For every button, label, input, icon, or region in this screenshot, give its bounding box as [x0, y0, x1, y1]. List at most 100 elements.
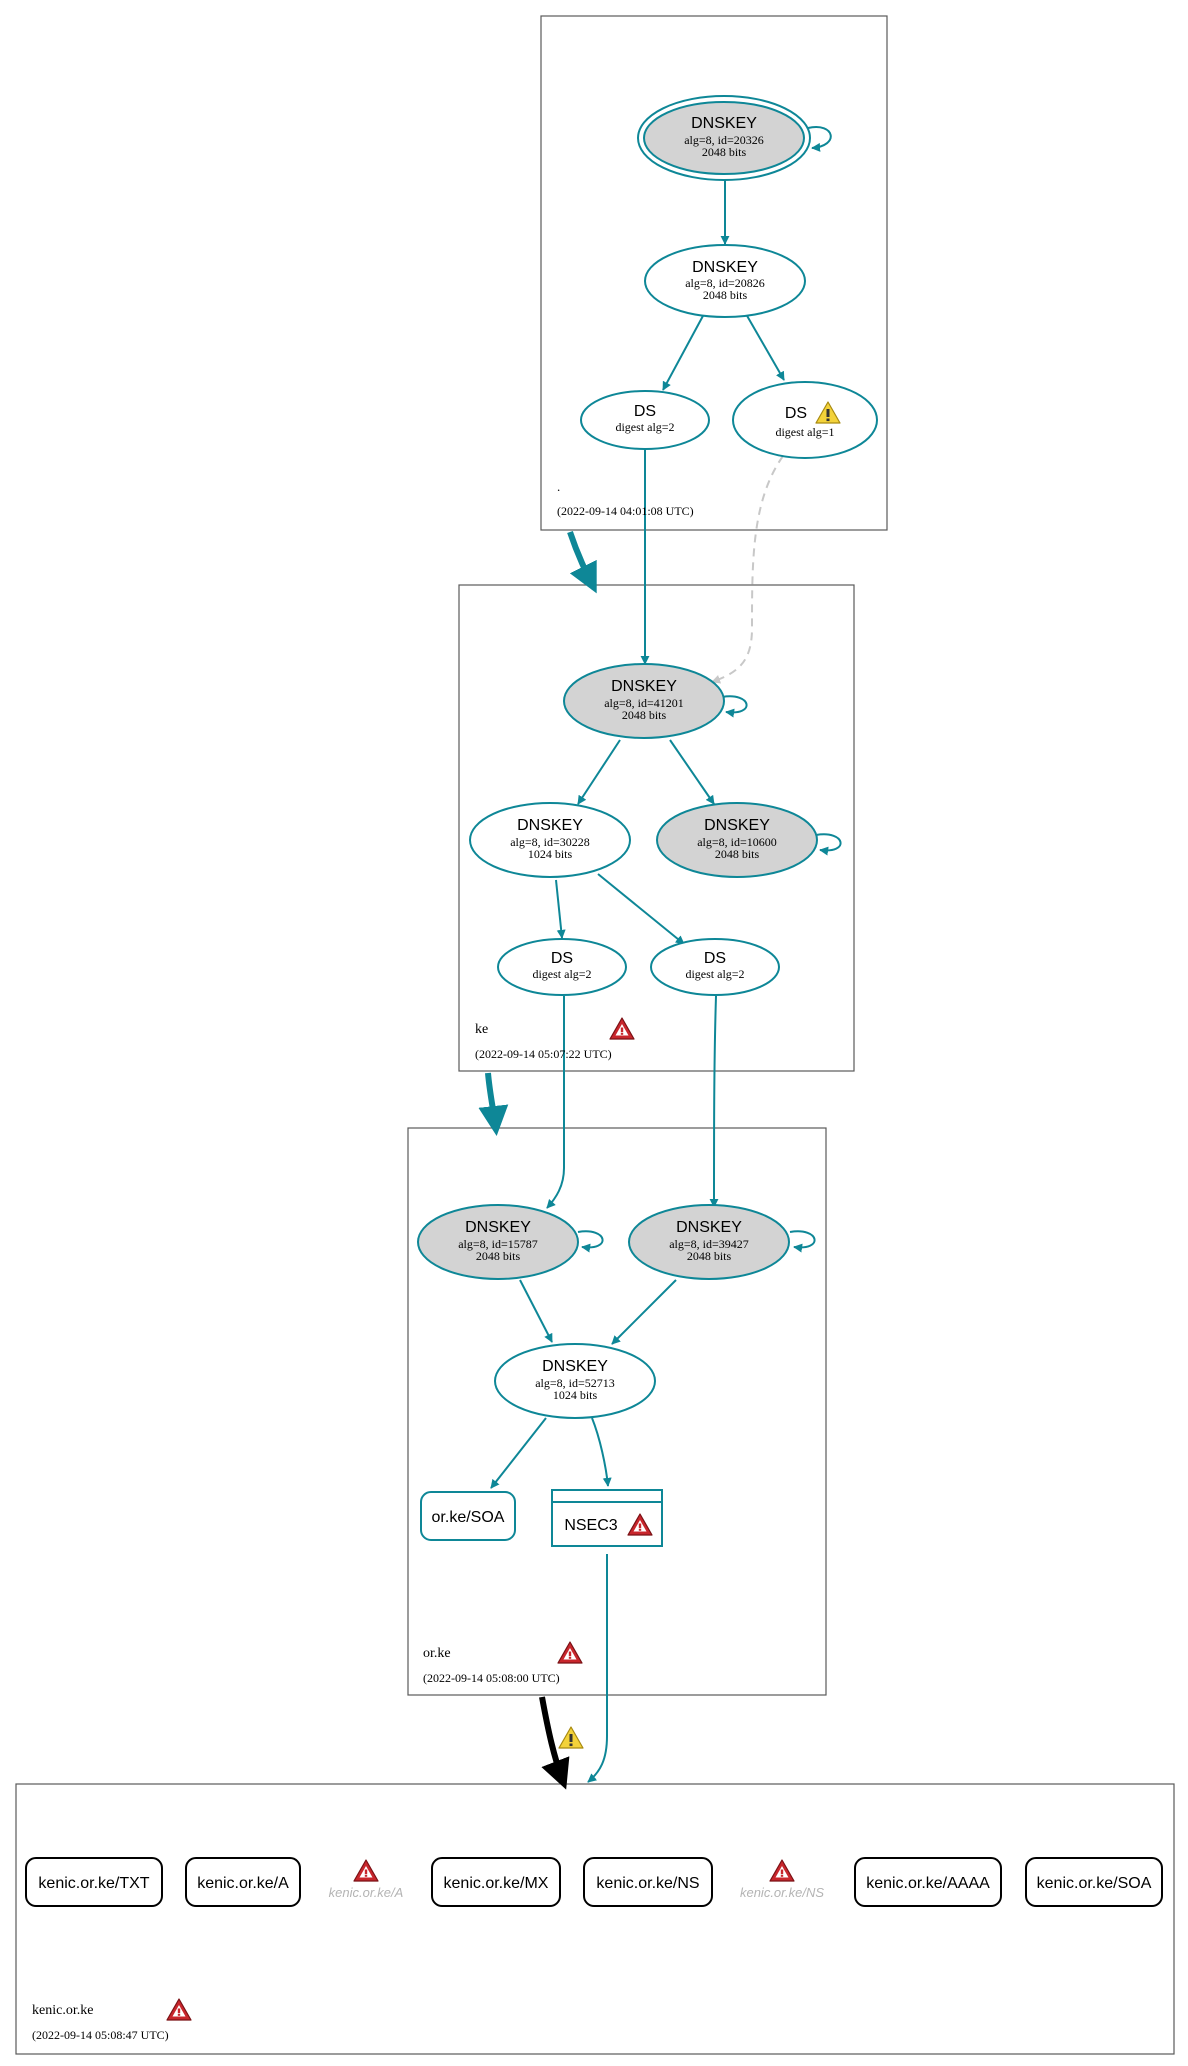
edge-orke-zsk-to-nsec3	[591, 1417, 612, 1487]
node-nsec3[interactable]: NSEC3	[551, 1489, 663, 1547]
edge-root-ksk-self	[807, 126, 832, 152]
edge-ke-ds-b-to-orke-ksk-b	[709, 995, 719, 1208]
zone-orke-box	[407, 1127, 827, 1696]
record-a-missing[interactable]: kenic.or.ke/A	[329, 1859, 404, 1900]
node-root-zsk[interactable]: DNSKEY alg=8, id=20826 2048 bits	[644, 244, 806, 318]
record-label: kenic.or.ke/TXT	[38, 1875, 149, 1892]
zone-root-name: .	[557, 479, 560, 494]
zone-orke-name: or.ke	[423, 1646, 451, 1661]
zone-kenic-name: kenic.or.ke	[32, 2003, 93, 2018]
edge-nsec3-to-kenic	[587, 1554, 608, 1783]
node-title: DNSKEY	[691, 115, 757, 132]
node-orke-ksk-b[interactable]: DNSKEY alg=8, id=39427 2048 bits	[628, 1204, 790, 1280]
node-detail: 2048 bits	[476, 1249, 521, 1263]
node-title: DNSKEY	[611, 678, 677, 695]
zone-kenic-box	[15, 1783, 1175, 2055]
edge-orke-ksk-b-to-zsk	[611, 1279, 677, 1345]
node-root-ds1[interactable]: DS digest alg=1	[732, 381, 878, 459]
node-detail: 2048 bits	[687, 1249, 732, 1263]
node-orke-zsk[interactable]: DNSKEY alg=8, id=52713 1024 bits	[494, 1343, 656, 1419]
node-ke-ksk[interactable]: DNSKEY alg=8, id=41201 2048 bits	[563, 663, 725, 739]
zone-ke-timestamp: (2022-09-14 05:07:22 UTC)	[475, 1047, 612, 1061]
node-detail: alg=8, id=15787	[458, 1237, 538, 1251]
node-title: DNSKEY	[465, 1219, 531, 1236]
node-root-ds2[interactable]: DS digest alg=2	[580, 390, 710, 450]
node-detail: 2048 bits	[715, 847, 760, 861]
node-detail: digest alg=2	[532, 967, 591, 981]
edge-ke-zsk-to-ds-b	[597, 873, 685, 945]
edge-root-zsk-to-ds2	[662, 313, 705, 391]
edge-ke-ksk-to-ksk2	[669, 739, 715, 805]
record-aaaa[interactable]: kenic.or.ke/AAAA	[854, 1857, 1002, 1907]
zone-orke-timestamp: (2022-09-14 05:08:00 UTC)	[423, 1671, 560, 1685]
node-detail: 2048 bits	[622, 708, 667, 722]
error-icon	[353, 1859, 379, 1882]
node-title: DNSKEY	[517, 817, 583, 834]
node-ke-ksk2[interactable]: DNSKEY alg=8, id=10600 2048 bits	[656, 802, 818, 878]
node-title: DNSKEY	[704, 817, 770, 834]
node-detail: alg=8, id=39427	[669, 1237, 749, 1251]
node-title: NSEC3	[564, 1517, 617, 1534]
record-ns[interactable]: kenic.or.ke/NS	[583, 1857, 713, 1907]
node-detail: alg=8, id=52713	[535, 1376, 615, 1390]
node-ke-ds-a[interactable]: DS digest alg=2	[497, 938, 627, 996]
node-title: DNSKEY	[676, 1219, 742, 1236]
zone-ke-name: ke	[475, 1022, 488, 1037]
node-detail: alg=8, id=10600	[697, 835, 777, 849]
edge-root-ds1-to-ke-ksk-dashed	[711, 455, 784, 684]
delegation-orke-to-kenic	[539, 1696, 570, 1790]
zone-kenic-timestamp: (2022-09-14 05:08:47 UTC)	[32, 2028, 169, 2042]
node-title: DS	[785, 405, 807, 422]
node-title: DS	[704, 950, 726, 967]
node-root-ksk[interactable]: DNSKEY alg=8, id=20326 2048 bits	[637, 95, 811, 181]
node-title: DS	[634, 403, 656, 420]
record-label: kenic.or.ke/A	[329, 1885, 404, 1900]
record-label: kenic.or.ke/AAAA	[866, 1875, 990, 1892]
node-detail: 1024 bits	[528, 847, 573, 861]
node-detail: digest alg=1	[775, 425, 834, 439]
node-detail: alg=8, id=20826	[685, 276, 765, 290]
record-ns-missing[interactable]: kenic.or.ke/NS	[740, 1859, 824, 1900]
record-label: kenic.or.ke/NS	[740, 1885, 824, 1900]
zone-kenic-error-icon	[166, 1998, 192, 2021]
node-detail: 2048 bits	[702, 145, 747, 159]
node-title: DNSKEY	[692, 259, 758, 276]
edge-orke-ksk-a-self	[577, 1230, 604, 1253]
edge-root-zsk-to-ds1	[745, 313, 785, 381]
edge-orke-ksk-b-self	[789, 1230, 816, 1253]
record-mx[interactable]: kenic.or.ke/MX	[431, 1857, 561, 1907]
delegation-warning-icon	[558, 1726, 584, 1749]
record-soa[interactable]: kenic.or.ke/SOA	[1025, 1857, 1163, 1907]
zone-ke-box	[458, 584, 855, 1072]
zone-root-box	[540, 15, 888, 531]
edge-ke-ksk2-self	[815, 833, 842, 856]
node-detail: alg=8, id=20326	[684, 133, 764, 147]
zone-orke-error-icon	[557, 1641, 583, 1664]
record-label: kenic.or.ke/A	[197, 1875, 289, 1892]
node-title: DS	[551, 950, 573, 967]
node-detail: 1024 bits	[553, 1388, 598, 1402]
zone-ke-error-icon	[609, 1017, 635, 1040]
record-txt[interactable]: kenic.or.ke/TXT	[25, 1857, 163, 1907]
edge-ke-ksk-to-zsk	[577, 739, 621, 805]
node-title: or.ke/SOA	[432, 1509, 505, 1526]
record-label: kenic.or.ke/SOA	[1037, 1875, 1152, 1892]
record-label: kenic.or.ke/MX	[444, 1875, 549, 1892]
edge-ke-ksk-self	[721, 695, 748, 718]
node-orke-ksk-a[interactable]: DNSKEY alg=8, id=15787 2048 bits	[417, 1204, 579, 1280]
delegation-root-to-ke	[567, 531, 597, 594]
edge-orke-ksk-a-to-zsk	[519, 1279, 553, 1343]
node-ke-ds-b[interactable]: DS digest alg=2	[650, 938, 780, 996]
node-ke-zsk[interactable]: DNSKEY alg=8, id=30228 1024 bits	[469, 802, 631, 878]
node-detail: digest alg=2	[615, 420, 674, 434]
node-detail: alg=8, id=41201	[604, 696, 684, 710]
error-icon	[769, 1859, 795, 1882]
record-label: kenic.or.ke/NS	[596, 1875, 699, 1892]
edge-ke-ds-a-to-orke-ksk-a	[546, 996, 565, 1209]
edge-orke-zsk-to-soa	[490, 1417, 547, 1489]
node-detail: digest alg=2	[685, 967, 744, 981]
node-title: DNSKEY	[542, 1358, 608, 1375]
node-orke-soa[interactable]: or.ke/SOA	[420, 1491, 516, 1541]
record-a[interactable]: kenic.or.ke/A	[185, 1857, 301, 1907]
